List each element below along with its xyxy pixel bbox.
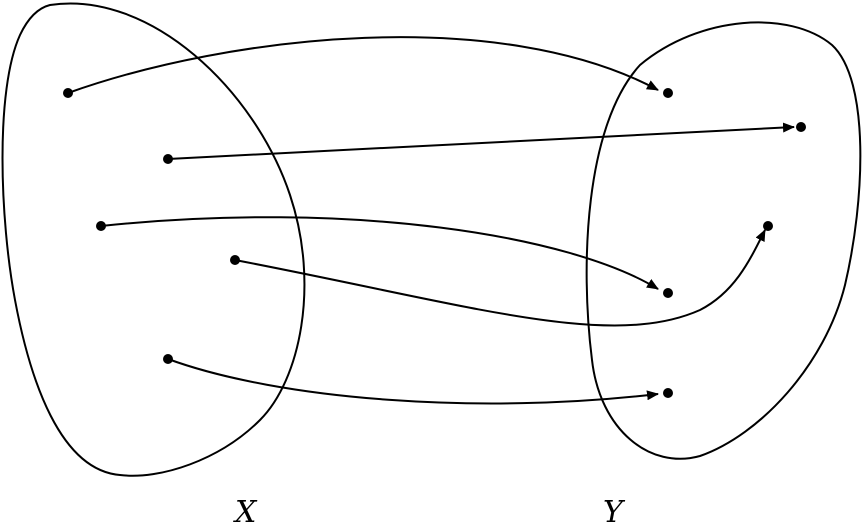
element-x5-dot [163,354,173,364]
element-y3-dot [763,221,773,231]
element-x2-dot [163,154,173,164]
set-x-label: X [235,495,257,530]
element-y4-dot [663,288,673,298]
element-x3-dot [96,221,106,231]
mapping-arrows [67,36,795,405]
arrow-x3-to-y4 [100,216,659,290]
set-y-outline [585,21,862,460]
element-y2-dot [796,122,806,132]
set-x-outline [1,2,306,477]
set-y-label: Y [603,495,623,530]
arrow-x4-to-y3 [234,229,766,327]
element-x4-dot [230,255,240,265]
element-y5-dot [663,388,673,398]
element-dots [63,88,806,398]
arrow-x2-to-y2 [167,122,795,160]
arrow-x5-to-y5 [167,358,659,405]
arrow-x1-to-y1 [67,36,659,94]
element-y1-dot [663,88,673,98]
element-x1-dot [63,88,73,98]
